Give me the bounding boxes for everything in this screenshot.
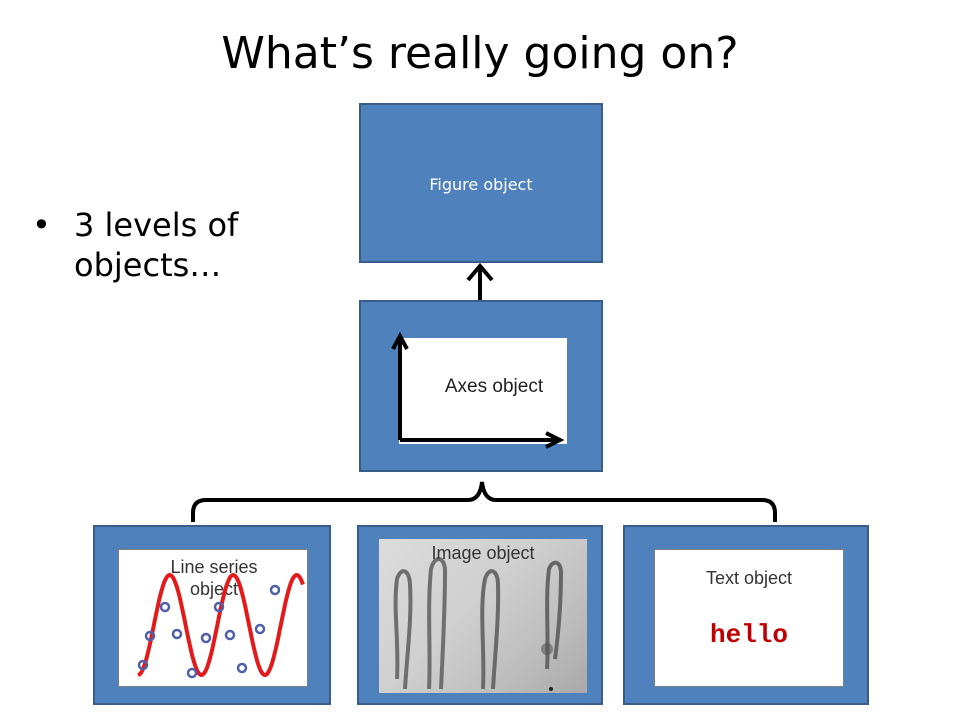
axes-object-box: Axes object [359,300,603,472]
line-series-panel: Line series object [118,549,308,687]
line-series-marker [236,662,248,674]
line-series-marker [224,629,236,641]
x-axis-arrowhead-icon [545,431,565,449]
line-series-marker [213,601,225,613]
y-axis-arrowhead-icon [391,331,409,350]
line-series-marker [254,623,266,635]
line-series-object-box: Line series object [93,525,331,705]
axes-object-panel: Axes object [399,338,567,444]
text-object-panel: Text object hello [654,549,844,687]
line-series-marker [159,601,171,613]
line-series-marker [137,659,149,671]
text-object-box: Text object hello [623,525,869,705]
line-series-marker [186,667,198,679]
bullet-dot-icon: • [32,206,51,244]
line-series-marker [200,632,212,644]
hello-text-sample: hello [709,620,788,650]
image-object-label: Image object [431,543,535,563]
line-series-marker [171,628,183,640]
figure-object-label: Figure object [429,175,533,194]
children-brace-icon [191,481,777,522]
bullet-text: 3 levels of objects… [74,206,239,284]
image-object-strokes [393,557,564,691]
image-object-box: Image object [357,525,603,705]
slide-title: What’s really going on? [221,28,739,79]
axes-to-figure-arrowhead-icon [466,262,494,282]
figure-object-box: Figure object [359,103,603,263]
image-object-photo: Image object [379,539,587,693]
axes-object-label: Axes object [444,376,544,397]
line-series-plot [137,572,305,679]
line-series-marker [144,630,156,642]
line-series-marker [269,584,281,596]
text-object-label: Text object [705,568,793,588]
